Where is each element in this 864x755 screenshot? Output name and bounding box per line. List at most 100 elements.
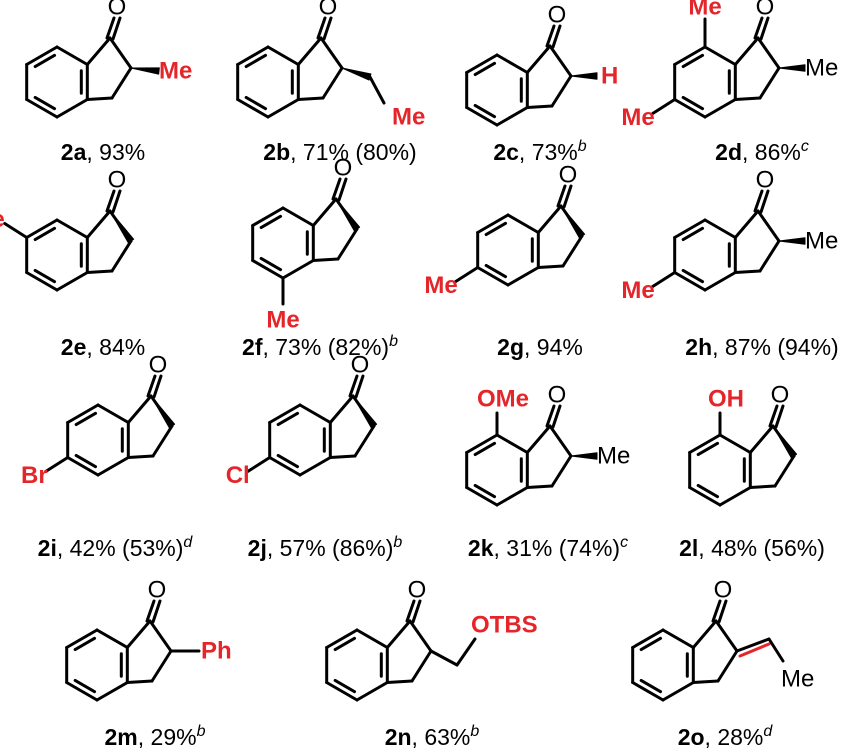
substituent-me: Me	[621, 104, 654, 131]
aromatic-double-bond	[696, 441, 720, 457]
compound-2o: OMe	[631, 577, 814, 702]
compound-yield: , 94%	[524, 334, 583, 360]
carbonyl-bond	[753, 189, 764, 213]
carbonyl-bond	[145, 599, 156, 623]
compound-yield-note: (56%)	[757, 535, 825, 561]
carbonyl-bond	[717, 599, 728, 624]
ring-bond	[328, 394, 355, 424]
ring-bond	[321, 66, 344, 100]
compound-caption: 2k, 31% (74%)c	[468, 534, 628, 561]
aromatic-double-bond	[74, 453, 98, 469]
compound-id: 2h	[685, 334, 712, 360]
ring-bond	[336, 227, 359, 261]
carbonyl-oxygen: O	[108, 0, 127, 21]
ring-bond	[536, 204, 563, 234]
ring-bond	[126, 454, 155, 459]
aromatic-double-bond	[473, 61, 497, 77]
carbonyl-bond	[322, 16, 333, 41]
ring-bond	[631, 681, 665, 702]
aromatic-double-bond	[33, 226, 57, 242]
compound-id: 2m	[105, 724, 138, 750]
ring-bond	[733, 269, 762, 274]
ring-bond	[125, 619, 152, 649]
substituent-h: H	[601, 63, 618, 90]
wedge-bond	[560, 205, 586, 239]
substituent-oh: OH	[708, 386, 744, 413]
ring-bond	[151, 424, 174, 458]
substituent-me: Me	[159, 58, 192, 85]
compound-yield: , 42%	[57, 535, 116, 561]
compound-yield-note: (74%)	[552, 535, 620, 561]
compound-caption: 2h, 87% (94%)	[685, 334, 838, 360]
ring-bond	[385, 679, 414, 684]
compound-footnote: c	[620, 534, 628, 551]
aromatic-double-bond	[681, 53, 705, 69]
ring-bond	[465, 433, 499, 454]
ring-bond	[385, 619, 412, 649]
ring-bond	[718, 486, 752, 507]
compound-yield: , 93%	[86, 139, 145, 165]
ring-bond	[748, 484, 777, 489]
aromatic-double-bond	[33, 268, 57, 284]
substituent-bond	[651, 271, 677, 288]
ring-bond	[495, 106, 529, 127]
compound-yield: , 31%	[494, 535, 553, 561]
wedge-bond	[570, 452, 598, 460]
substituent-ph: Ph	[201, 638, 232, 665]
compound-footnote: b	[393, 534, 402, 551]
compound-2i: OBr	[21, 352, 176, 489]
compound-caption: 2m, 29%b	[105, 723, 206, 750]
ring-bond	[748, 424, 775, 454]
compound-footnote: d	[763, 723, 773, 740]
aromatic-double-bond	[74, 411, 98, 427]
substituent-bond	[767, 637, 785, 663]
ring-bond	[55, 271, 89, 292]
ring-bond	[525, 484, 554, 489]
wedge-bond	[570, 72, 598, 80]
ring-bond	[126, 394, 153, 424]
substituent-cl: Cl	[226, 462, 250, 489]
ring-bond	[353, 424, 376, 458]
compound-caption: 2n, 63%b	[385, 723, 480, 750]
aromatic-double-bond	[276, 411, 300, 427]
compound-yield: , 73%	[519, 139, 578, 165]
substituent-me: Me	[0, 206, 5, 233]
ring-bond	[506, 266, 540, 287]
compound-2f: OMe	[251, 155, 361, 334]
ring-bond	[96, 456, 130, 477]
compound-footnote: c	[801, 138, 809, 155]
compound-yield-note: (86%)	[326, 535, 394, 561]
ring-bond	[325, 681, 359, 702]
carbonyl-oxygen: O	[108, 167, 127, 194]
compound-yield-note: (53%)	[116, 535, 184, 561]
substituent-bond	[651, 98, 677, 115]
ring-bond	[631, 628, 665, 649]
ring-bond	[673, 98, 707, 119]
ring-bond	[266, 45, 300, 66]
aromatic-double-bond	[73, 678, 97, 694]
wedge-bond	[150, 395, 176, 429]
ring-bond	[25, 45, 59, 66]
compound-yield: , 28%	[705, 724, 764, 750]
ring-bond	[495, 486, 529, 507]
ring-bond	[66, 403, 100, 424]
ring-bond	[703, 98, 737, 119]
ring-bond	[25, 218, 59, 239]
carbonyl-bond	[331, 177, 342, 201]
substituent-br: Br	[21, 462, 48, 489]
ring-bond	[506, 213, 540, 234]
carbonyl-bond	[348, 374, 359, 398]
substituent-bond	[44, 456, 70, 473]
carbonyl-oxygen: O	[319, 0, 338, 21]
ring-bond	[465, 106, 499, 127]
ring-bond	[408, 619, 433, 653]
aromatic-double-bond	[696, 483, 720, 499]
substituent-bond	[429, 649, 459, 667]
ring-bond	[773, 454, 796, 488]
compound-yield: , 84%	[86, 334, 145, 360]
ring-bond	[65, 628, 99, 649]
ring-bond	[495, 433, 529, 454]
exocyclic-double-bond-red	[738, 642, 771, 658]
aromatic-double-bond	[244, 53, 268, 69]
